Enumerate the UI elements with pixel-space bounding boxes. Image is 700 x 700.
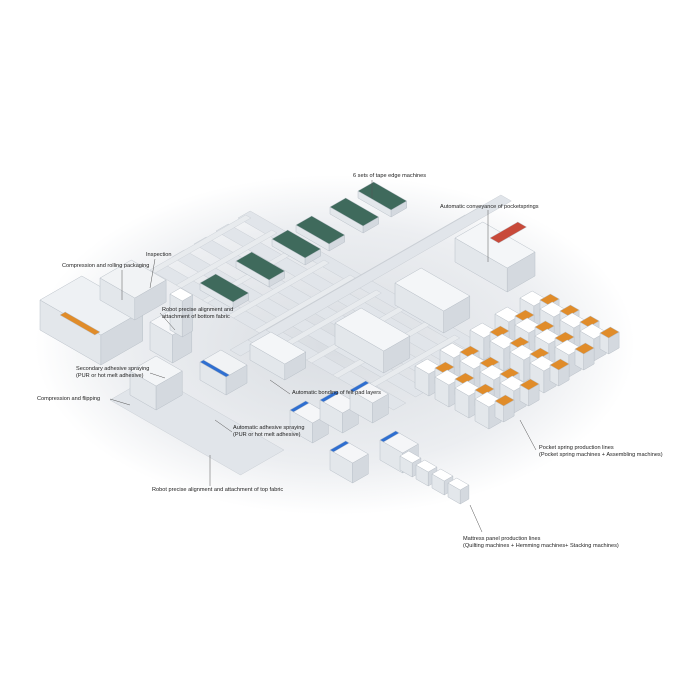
- label-pocket-spring-lines: Pocket spring production lines (Pocket s…: [539, 445, 663, 459]
- orange-frame: [59, 311, 101, 336]
- label-text: Compression and rolling packaging: [62, 263, 150, 269]
- label-text: Robot precise alignment and: [162, 307, 234, 313]
- blue-frame: [349, 380, 370, 393]
- label-felt-bonding: Automatic bonding of felt pad layers: [292, 390, 381, 397]
- leader-pocket-lines: [519, 419, 537, 451]
- label-text: Pocket spring production lines: [539, 445, 614, 451]
- tape-edge-machine-top: [271, 229, 322, 259]
- pocketspring-machine-top: [394, 267, 471, 312]
- label-auto-adhesive: Automatic adhesive spraying (PUR or hot …: [233, 425, 305, 439]
- label-text: Automatic bonding of felt pad layers: [292, 390, 381, 396]
- leader-robot-bottom: [159, 312, 176, 331]
- felt-bonding-unit-top: [249, 331, 307, 365]
- label-compression-flipping: Compression and flipping: [37, 396, 100, 403]
- conveyor-cross: [227, 259, 330, 319]
- stacking-machine-top: [431, 468, 454, 482]
- tape-edge-machine-top: [329, 197, 380, 227]
- label-text: 6 sets of tape edge machines: [353, 173, 427, 179]
- assembling-machine-top: [599, 326, 620, 339]
- label-text: (PUR or hot melt adhesive): [233, 432, 301, 438]
- assembling-machine-top: [549, 358, 570, 371]
- leader-secondary-spray: [149, 372, 166, 379]
- spray-accent: [199, 359, 231, 378]
- red-marker: [489, 221, 528, 244]
- machine-group: [39, 181, 620, 505]
- label-text: (Quilting machines + Hemming machines+ S…: [463, 543, 619, 549]
- label-text: Inspection: [146, 252, 172, 258]
- assembling-machine-top: [459, 345, 480, 358]
- assembling-machine-top: [474, 383, 495, 396]
- leader-lines: [109, 180, 537, 533]
- label-inspection: Inspection: [146, 252, 172, 259]
- stacking-machine-top: [415, 459, 438, 473]
- leader-felt-bonding: [269, 379, 291, 395]
- label-robot-top-fabric: Robot precise alignment and attachment o…: [152, 487, 283, 494]
- label-text: (PUR or hot melt adhesive): [76, 373, 144, 379]
- label-mattress-panel-lines: Mattress panel production lines (Quiltin…: [463, 536, 619, 550]
- leader-compression-flipping: [109, 398, 131, 406]
- assembling-machine-top: [509, 336, 530, 349]
- label-text: Compression and flipping: [37, 396, 101, 402]
- blue-frame: [289, 400, 310, 413]
- tape-edge-machine-top: [295, 215, 346, 245]
- stacking-machine-top: [447, 477, 470, 491]
- assembling-machine-top: [489, 325, 510, 338]
- label-text: attachment of bottom fabric: [162, 314, 230, 320]
- label-compression-rolling: Compression and rolling packaging: [62, 263, 149, 270]
- label-text: Mattress panel production lines: [463, 536, 541, 542]
- assembling-machine-top: [579, 315, 600, 328]
- label-text: Secondary adhesive spraying: [76, 366, 150, 372]
- tape-edge-machine-top: [199, 273, 250, 303]
- assembling-machine-top: [534, 320, 555, 333]
- assembling-machine-top: [499, 367, 520, 380]
- blue-frame: [379, 430, 400, 443]
- pocketspring-machine-top: [454, 221, 536, 269]
- inspection-station-top: [99, 259, 167, 299]
- label-text: (Pocket spring machines + Assembling mac…: [539, 452, 663, 458]
- label-tape-edge-machines: 6 sets of tape edge machines: [353, 173, 426, 180]
- conveyor-cross: [175, 229, 278, 289]
- assembling-machine-top: [494, 394, 515, 407]
- stacking-machine-top: [399, 450, 422, 464]
- assembling-machine-top: [539, 293, 560, 306]
- assembling-machine-top: [479, 356, 500, 369]
- assembling-machine-top: [574, 342, 595, 355]
- flipping-drum-top: [129, 355, 183, 387]
- label-text: Robot precise alignment and attachment o…: [152, 487, 284, 493]
- assembling-machine-top: [559, 304, 580, 317]
- assembling-machine-top: [554, 331, 575, 344]
- assembling-machine-top: [454, 372, 475, 385]
- label-robot-bottom-fabric: Robot precise alignment and attachment o…: [162, 307, 233, 321]
- label-text: Automatic adhesive spraying: [233, 425, 305, 431]
- tape-edge-machine-top: [235, 251, 286, 281]
- label-pocketspring-conveyance: Automatic conveyance of pocketsprings: [440, 204, 539, 211]
- leader-auto-spray: [214, 419, 233, 433]
- assembling-machine-top: [529, 347, 550, 360]
- robot-arm-top: [169, 287, 194, 302]
- leader-inspection: [149, 258, 156, 289]
- assembling-machine-top: [514, 309, 535, 322]
- assembling-machine-top: [434, 361, 455, 374]
- leader-panel-lines: [469, 504, 483, 533]
- conveyor-cross: [149, 214, 252, 274]
- label-secondary-adhesive: Secondary adhesive spraying (PUR or hot …: [76, 366, 149, 380]
- pocketspring-machine-top: [334, 307, 411, 352]
- tape-edge-machine-top: [357, 181, 408, 211]
- blue-frame: [329, 440, 350, 453]
- blue-frame: [319, 390, 340, 403]
- label-text: Automatic conveyance of pocketsprings: [440, 204, 539, 210]
- assembling-machine-top: [519, 378, 540, 391]
